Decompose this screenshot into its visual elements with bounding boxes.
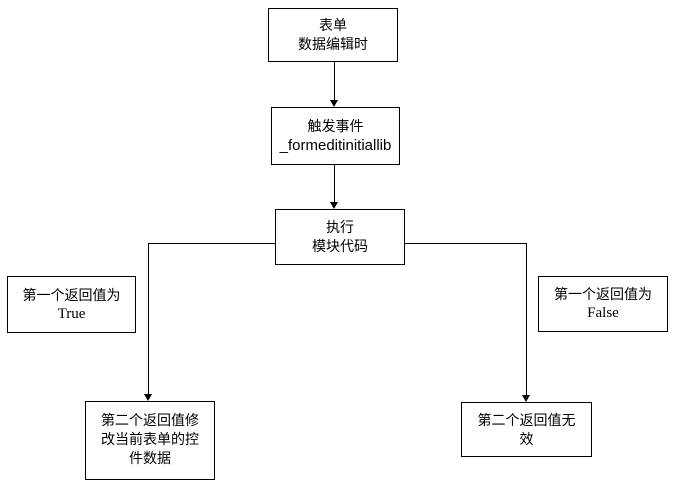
node-result-modify-controls: 第二个返回值修 改当前表单的控 件数据 <box>85 401 215 480</box>
edge-execute-left-horizontal <box>148 243 275 244</box>
node-trigger-line-2: _formeditinitiallib <box>279 137 392 154</box>
node-form-line-2: 数据编辑时 <box>298 36 368 52</box>
node-form-line-1: 表单 <box>319 17 347 33</box>
node-modify-line-3: 件数据 <box>129 450 171 466</box>
node-result-invalid: 第二个返回值无 效 <box>461 402 592 457</box>
node-execute-module-code: 执行 模块代码 <box>275 209 405 265</box>
arrowhead-left-branch-icon <box>144 394 152 401</box>
edge-trigger-to-execute <box>334 165 335 203</box>
node-modify-line-1: 第二个返回值修 <box>101 412 199 428</box>
edge-execute-right-horizontal <box>405 243 526 244</box>
node-trigger-event: 触发事件 _formeditinitiallib <box>271 107 400 165</box>
node-form-data-edit: 表单 数据编辑时 <box>268 8 398 62</box>
node-false-line-1: 第一个返回值为 <box>554 286 652 302</box>
node-true-line-2: True <box>57 305 86 322</box>
node-invalid-line-2: 效 <box>519 430 534 447</box>
arrowhead-form-to-trigger-icon <box>330 100 338 107</box>
node-condition-true: 第一个返回值为 True <box>7 276 136 333</box>
node-condition-false: 第一个返回值为 False <box>538 276 668 332</box>
arrowhead-right-branch-icon <box>522 395 530 402</box>
arrowhead-trigger-to-execute-icon <box>330 202 338 209</box>
node-execute-line-1: 执行 <box>326 219 354 235</box>
edge-execute-left-vertical <box>148 243 149 395</box>
node-execute-line-2: 模块代码 <box>312 238 368 254</box>
node-modify-line-2: 改当前表单的控 <box>101 431 199 447</box>
node-false-line-2: False <box>587 305 619 321</box>
edge-execute-right-vertical <box>526 243 527 395</box>
node-invalid-line-1: 第二个返回值无 <box>477 411 576 428</box>
edge-form-to-trigger <box>334 62 335 101</box>
node-trigger-line-1: 触发事件 <box>307 118 364 134</box>
node-true-line-1: 第一个返回值为 <box>22 286 121 303</box>
